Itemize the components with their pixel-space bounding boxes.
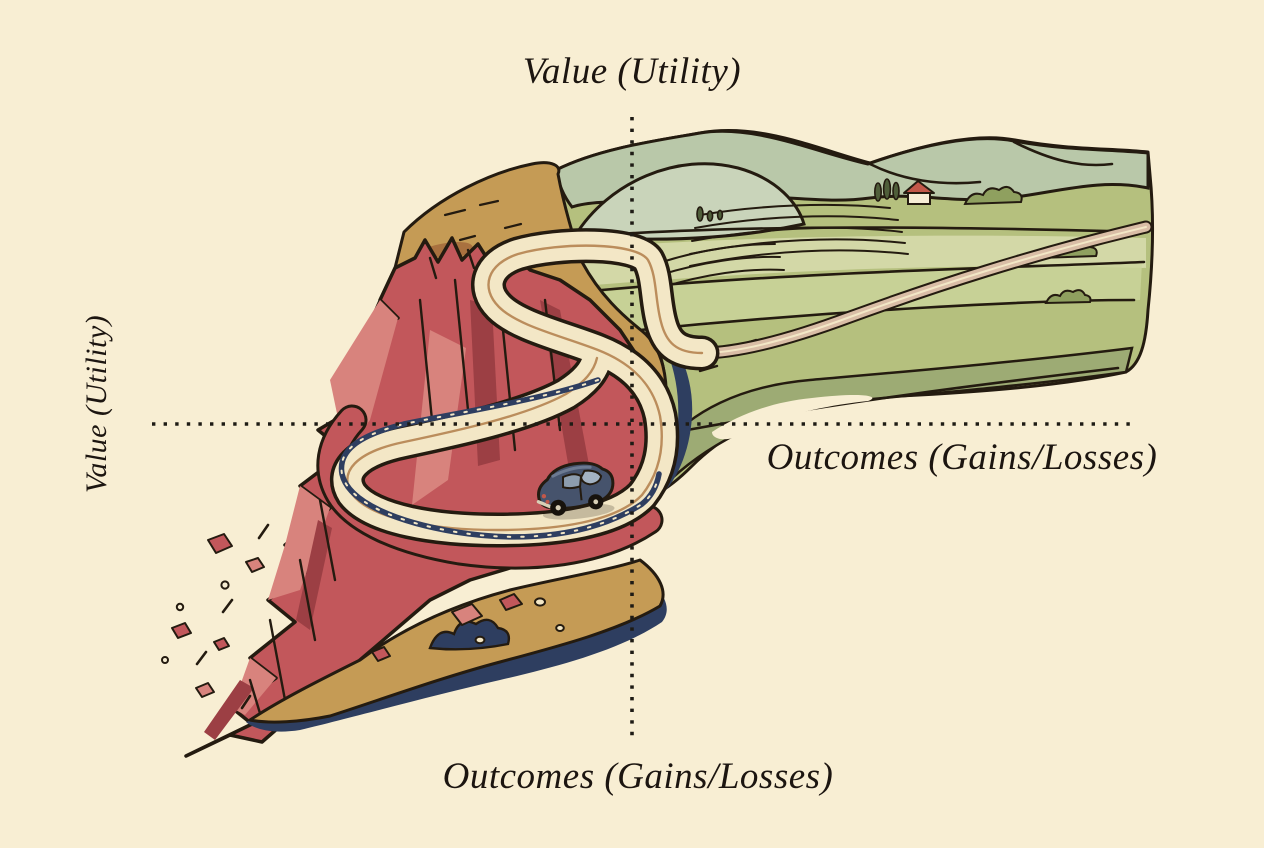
talus-slope (246, 558, 667, 732)
vintage-car (536, 461, 615, 520)
farm-fields (659, 203, 909, 289)
country-road-hills (695, 220, 1153, 360)
axis-label-value-left: Value (Utility) (80, 314, 113, 494)
falling-rocks (161, 523, 270, 710)
road-center-line (346, 244, 704, 532)
axis-label-value-top: Value (Utility) (522, 51, 742, 92)
barn (903, 180, 935, 205)
car-side-window (562, 473, 583, 490)
axes (152, 117, 1137, 738)
guardrail (338, 377, 662, 540)
winding-road (316, 228, 720, 570)
axis-label-outcomes-bottom: Outcomes (Gains/Losses) (442, 756, 834, 797)
cliff-shadow-sliver (654, 330, 693, 500)
shadow-bush (428, 618, 511, 651)
talus-rocks (371, 593, 565, 662)
cypress-trees (696, 178, 900, 222)
car-rear-window (580, 469, 603, 486)
axis-label-outcomes-right: Outcomes (Gains/Losses) (766, 437, 1158, 478)
